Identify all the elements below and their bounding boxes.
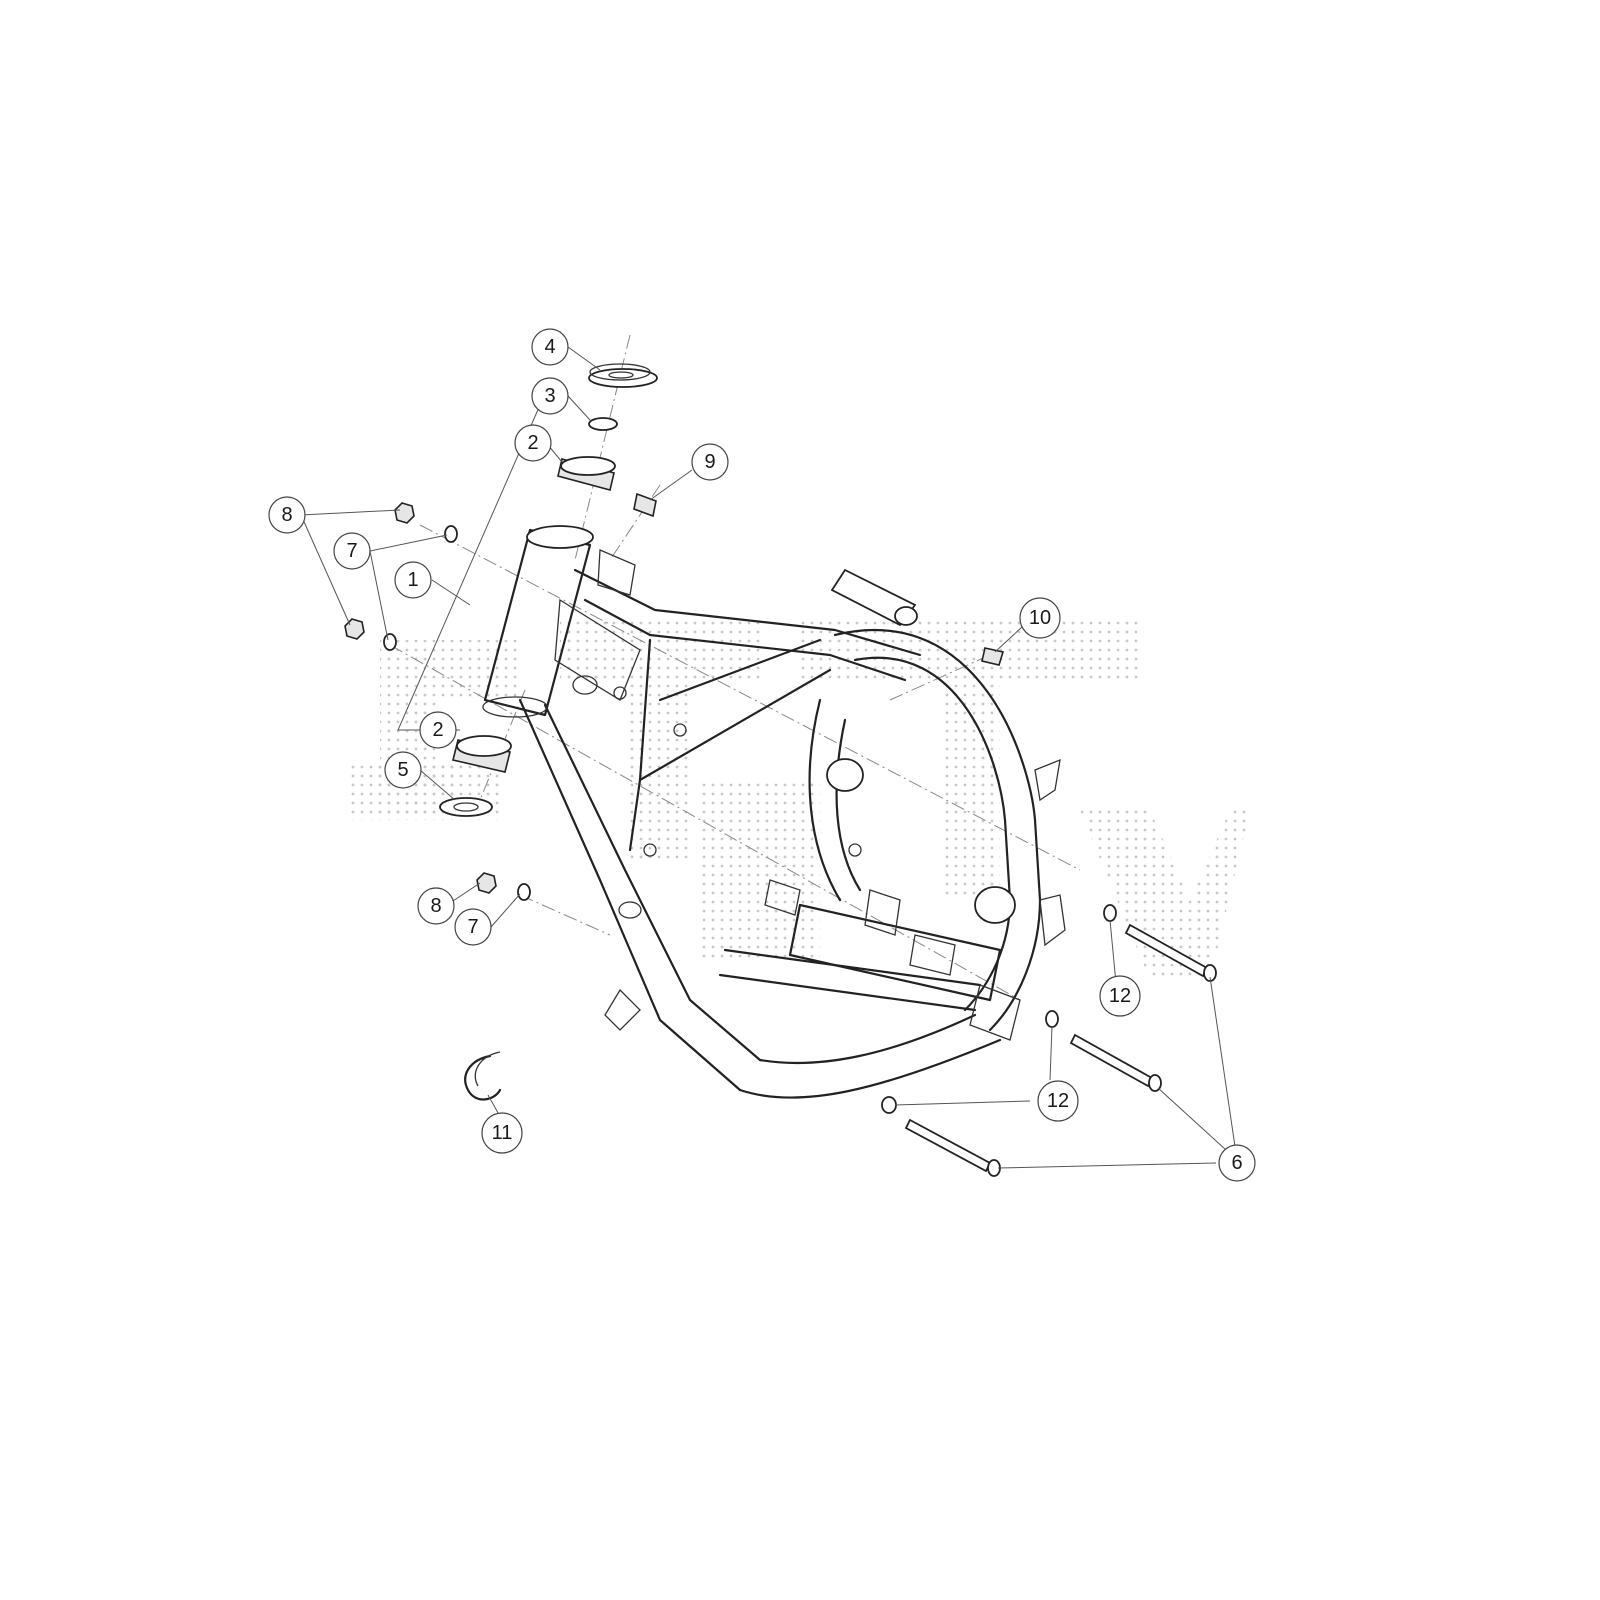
loose-parts [344,363,1217,1177]
callout-1: 1 [394,561,432,599]
callout-2-upper: 2 [514,424,552,462]
nut-part [344,618,365,640]
callout-7-lower: 7 [454,908,492,946]
motorcycle-frame [482,525,1066,1099]
svg-text:4: 4 [544,336,555,358]
clip-part [633,492,657,518]
svg-text:6: 6 [1231,1152,1242,1174]
callout-10: 10 [1019,597,1061,639]
assembly-axes [389,334,1081,1001]
svg-text:8: 8 [281,504,292,526]
svg-text:8: 8 [430,895,441,917]
svg-text:1: 1 [407,569,418,591]
svg-text:11: 11 [492,1122,513,1144]
bolt-part [1069,1033,1154,1088]
svg-text:7: 7 [467,916,478,938]
cable-tie-part [464,1054,502,1101]
svg-text:12: 12 [1047,1090,1069,1112]
leader-lines [300,346,1238,1169]
spacer-part [981,647,1005,666]
nut-part [394,502,415,524]
bolt-part [904,1118,992,1173]
watermark [350,620,1250,980]
callout-7-upper: 7 [333,532,371,570]
svg-text:7: 7 [346,540,357,562]
svg-text:10: 10 [1029,607,1051,629]
callout-8-lower: 8 [417,887,455,925]
ring-part [588,417,618,431]
svg-text:3: 3 [544,385,555,407]
callout-12-middle: 12 [1037,1080,1079,1122]
callout-6: 6 [1218,1144,1256,1182]
seal-part [439,797,493,817]
callout-11: 11 [481,1112,523,1154]
svg-text:2: 2 [527,432,538,454]
svg-text:9: 9 [704,451,715,473]
callout-3: 3 [531,377,569,415]
callout-5: 5 [384,751,422,789]
bolt-part [1124,923,1209,978]
callout-2-lower: 2 [419,711,457,749]
svg-text:5: 5 [397,759,408,781]
callout-9: 9 [691,443,729,481]
callout-8-upper: 8 [268,496,306,534]
svg-text:12: 12 [1109,985,1131,1007]
callouts: 1 2 2 3 4 5 6 7 7 8 8 9 10 11 12 12 12 [268,328,1256,1182]
callout-12-right: 12 [1099,975,1141,1017]
svg-text:2: 2 [432,719,443,741]
callout-4: 4 [531,328,569,366]
nut-part [476,872,497,894]
